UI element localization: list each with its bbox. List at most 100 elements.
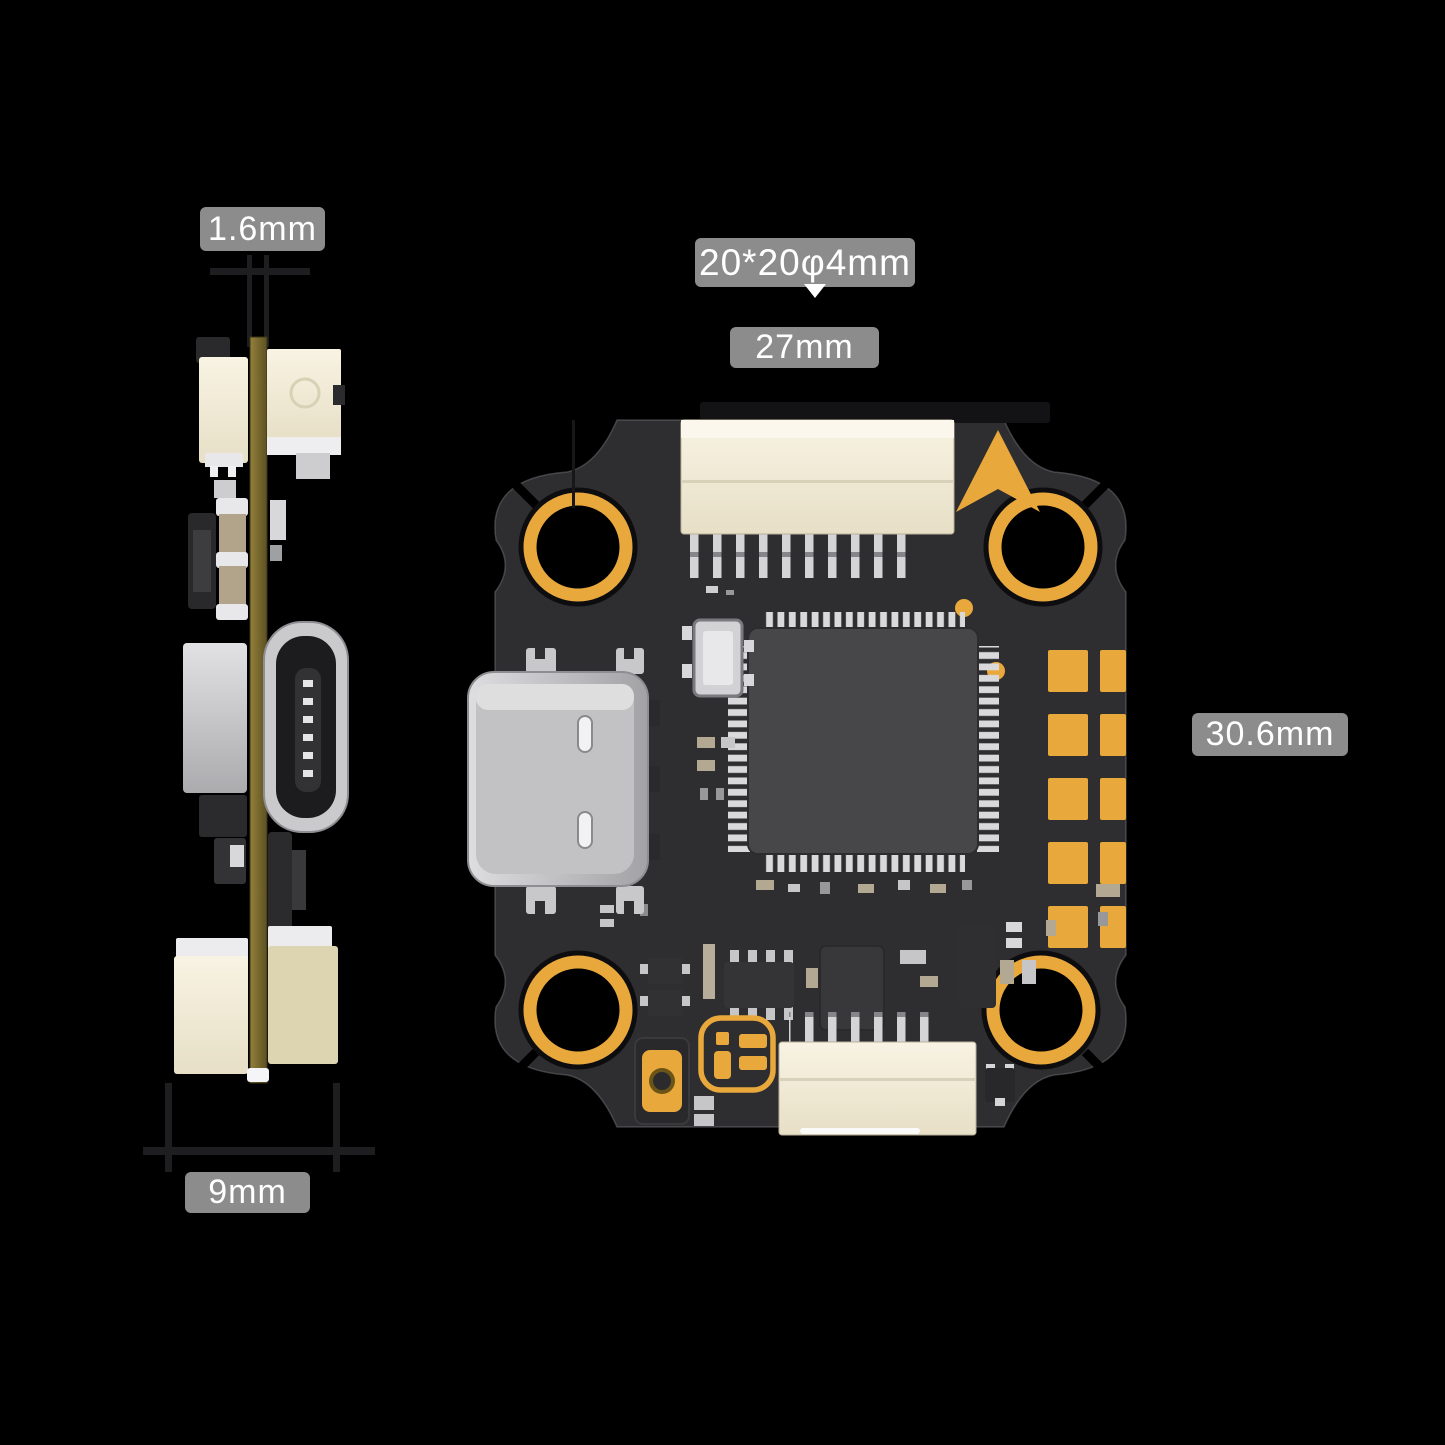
stack-dimension-label: 9mm — [185, 1172, 310, 1213]
passive — [706, 586, 718, 593]
side-silver-block — [183, 643, 247, 793]
dark-component — [958, 924, 996, 1008]
top-connector-pins — [690, 532, 916, 578]
pad — [995, 1098, 1005, 1106]
logo-dot — [716, 1032, 729, 1045]
logo-bar — [739, 1034, 767, 1048]
passive — [930, 884, 946, 893]
side-bottom-connector-left — [174, 956, 248, 1074]
passive — [920, 976, 938, 987]
side-dark-nub — [333, 385, 345, 405]
oscillator — [682, 618, 754, 698]
mcu-pins-bottom — [763, 850, 965, 872]
motor-solder-pads — [1048, 650, 1126, 948]
thickness-extension-line-right — [264, 255, 269, 347]
chip-pin — [730, 950, 739, 964]
passive — [1006, 922, 1022, 932]
direction-arrow-icon — [956, 430, 1040, 512]
usb-contact — [303, 734, 313, 741]
side-pin — [228, 466, 236, 477]
side-dark-frame-inner — [193, 530, 211, 592]
usb-c-side-view — [263, 621, 349, 833]
passive — [697, 737, 715, 748]
usb-c-port — [467, 646, 660, 914]
side-dark-block — [268, 832, 292, 932]
chip-pin — [748, 950, 757, 964]
boot-button-dome — [653, 1072, 671, 1090]
usb-sheen — [476, 684, 634, 710]
passive — [600, 919, 614, 927]
side-stack-body — [219, 566, 246, 606]
chip-pin — [748, 1006, 757, 1020]
top-connector-sheen — [681, 420, 954, 438]
mounting-hole — [986, 955, 1096, 1065]
passive — [600, 905, 614, 913]
side-connector-logo-mark — [289, 377, 321, 409]
passive — [726, 590, 734, 595]
bottom-connector-body — [778, 1041, 977, 1136]
pad — [682, 626, 692, 640]
side-small-part — [230, 845, 244, 867]
side-stack-cap — [216, 498, 248, 516]
usb-leg — [648, 834, 660, 860]
side-small-part — [270, 545, 282, 561]
height-dimension-label: 30.6mm — [1192, 713, 1348, 756]
side-connector-ledge — [205, 453, 243, 467]
chip-pin — [784, 1006, 793, 1020]
side-small-part — [270, 500, 286, 540]
bottom-connector-pins — [789, 1012, 936, 1046]
usb-leg — [648, 700, 660, 726]
mounting-pattern-dimension-label: 20*20φ4mm — [695, 238, 915, 287]
usb-mount-tab — [526, 648, 556, 674]
side-stack-body — [219, 514, 246, 554]
iflight-logo-icon — [698, 1015, 776, 1093]
passive — [858, 884, 874, 893]
small-component-body — [985, 1068, 1015, 1102]
passive — [694, 1114, 714, 1126]
usb-contact — [303, 680, 313, 687]
side-top-capacitor — [196, 337, 230, 363]
chip-pin — [766, 1006, 775, 1020]
mcu-body — [747, 627, 979, 855]
usb-tab-notch — [535, 646, 545, 659]
passive — [898, 880, 910, 890]
chip-pin — [730, 1006, 739, 1020]
main-board-top-view — [467, 402, 1127, 1136]
stack-tick-right — [333, 1083, 340, 1172]
logo-bar — [714, 1051, 731, 1079]
side-dark-block — [292, 850, 306, 910]
usb-mount-tab — [616, 886, 644, 914]
side-top-connector-left — [199, 357, 248, 463]
passive — [694, 1096, 714, 1110]
usb-slot — [577, 715, 593, 753]
usb-contact — [303, 698, 313, 705]
usb-side-tongue — [295, 668, 321, 792]
pad — [744, 674, 754, 686]
passive — [900, 950, 926, 964]
logo-outline — [698, 1015, 776, 1093]
side-top-connector-right — [267, 349, 341, 441]
passive — [716, 788, 724, 800]
pad — [682, 996, 690, 1006]
passive — [721, 737, 735, 748]
chip-pin — [784, 950, 793, 964]
sot-components — [640, 958, 690, 1016]
top-connector — [680, 402, 1050, 578]
bottom-connector-glare — [800, 1128, 920, 1134]
small-component — [985, 1064, 1015, 1106]
regulator-chip — [703, 944, 794, 1020]
usb-mount-tab — [526, 886, 556, 914]
usb-leg — [648, 766, 660, 792]
side-pin — [210, 466, 218, 477]
side-bottom-cap-right — [268, 926, 332, 950]
pad — [640, 996, 648, 1006]
mounting-hole-ring — [981, 950, 1101, 1070]
passive — [820, 882, 830, 894]
thickness-tick-line — [210, 268, 310, 275]
top-connector-ridge — [681, 480, 954, 483]
logo-bar — [739, 1056, 767, 1070]
corner-slits — [500, 469, 1121, 1088]
passive — [756, 880, 774, 890]
usb-slot — [577, 811, 593, 849]
